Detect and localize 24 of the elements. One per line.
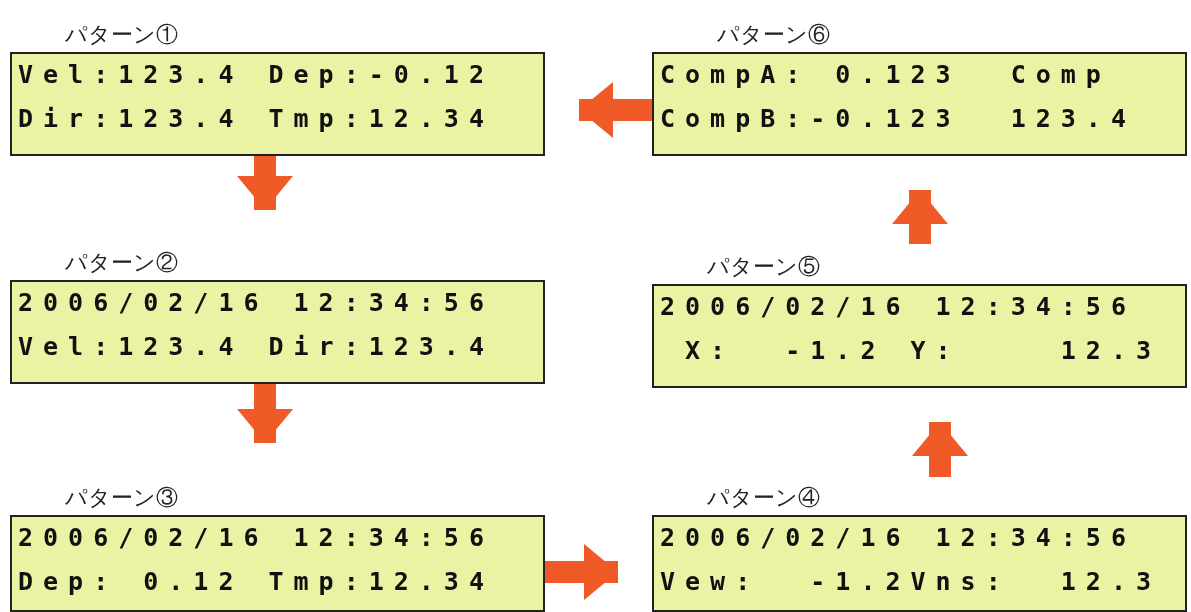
pattern-heading: パターン① [65, 22, 178, 48]
pattern-heading: パターン③ [65, 485, 178, 511]
pattern-heading: パターン② [65, 250, 178, 276]
lcd-text-line: Vel:123.4 Dir:123.4 [18, 332, 494, 362]
lcd-text-line: 2006/02/16 12:34:56 [18, 288, 494, 318]
lcd-text-line: Vel:123.4 Dep:-0.12 [18, 60, 494, 90]
block-arrow [237, 384, 293, 443]
lcd-text-line: CompB:-0.123 123.4 [660, 104, 1136, 134]
block-arrow [545, 544, 618, 600]
lcd-text-line: Dir:123.4 Tmp:12.34 [18, 104, 494, 134]
block-arrow [892, 190, 948, 244]
lcd-text-line: 2006/02/16 12:34:56 [18, 523, 494, 553]
block-arrow [237, 156, 293, 210]
pattern-heading: パターン④ [707, 485, 820, 511]
lcd-text-line: CompA: 0.123 Comp [660, 60, 1111, 90]
lcd-text-line: X: -1.2 Y: 12.3 [684, 336, 1162, 366]
lcd-text-line: 2006/02/16 12:34:56 [660, 523, 1136, 553]
lcd-text-line: 2006/02/16 12:34:56 [660, 292, 1136, 322]
block-arrow [912, 422, 968, 477]
pattern-heading: パターン⑥ [717, 22, 830, 48]
pattern-heading: パターン⑤ [707, 254, 820, 280]
block-arrow [579, 82, 652, 138]
lcd-text-line: Vew: -1.2Vns: 12.3 [660, 567, 1162, 597]
lcd-text-line: Dep: 0.12 Tmp:12.34 [18, 567, 494, 597]
